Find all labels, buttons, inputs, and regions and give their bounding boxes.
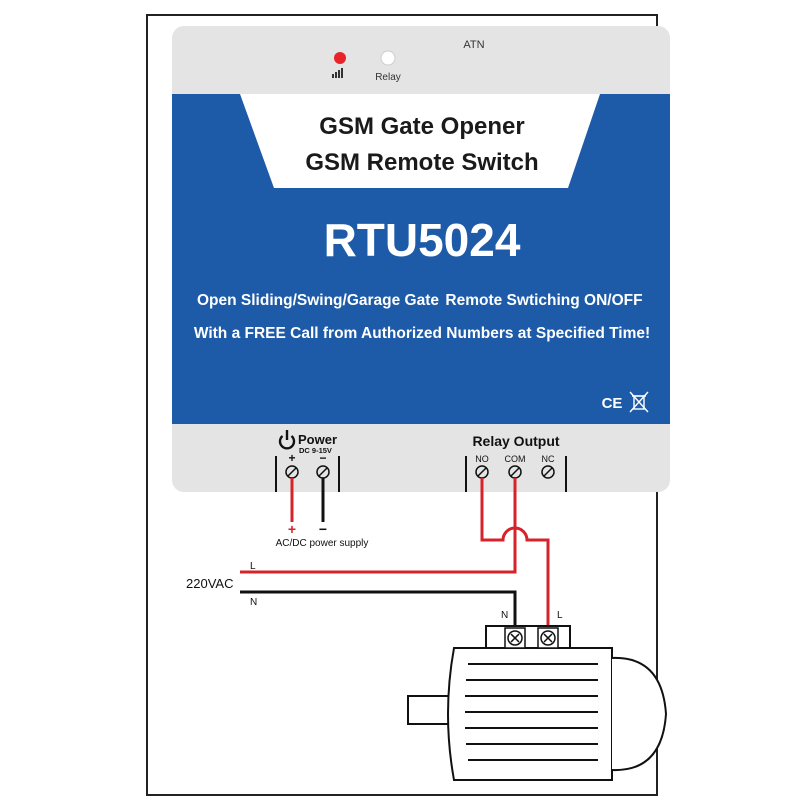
- relay-output-label: Relay Output: [472, 433, 559, 449]
- product-title-line1: GSM Gate Opener: [319, 113, 524, 140]
- supply-minus-symbol: −: [319, 521, 327, 537]
- relay-led-label: Relay: [375, 72, 401, 83]
- decorative-stripes: [256, 412, 329, 424]
- mains-line-label: L: [250, 561, 256, 572]
- model-number: RTU5024: [324, 214, 521, 266]
- neutral-wire: [240, 590, 517, 628]
- signal-bars-icon: [332, 68, 343, 78]
- description-line2: With a FREE Call from Authorized Numbers…: [194, 325, 650, 342]
- relay-led: [380, 50, 396, 66]
- terminal-no-label: NO: [475, 454, 489, 464]
- supply-plus-symbol: +: [288, 521, 296, 537]
- ce-mark: CE: [602, 395, 623, 412]
- power-icon: [278, 430, 296, 450]
- terminal-com-label: COM: [505, 454, 526, 464]
- motor-live-terminal: [537, 627, 559, 649]
- antenna-label: ATN: [463, 39, 484, 51]
- power-minus-terminal: [316, 465, 330, 479]
- description-part1: Open Sliding/Swing/Garage Gate: [197, 292, 439, 309]
- supply-label: AC/DC power supply: [276, 538, 369, 549]
- terminal-com: [508, 465, 522, 479]
- power-plus-marker: +: [288, 451, 295, 465]
- motor-neutral-label: N: [501, 610, 508, 621]
- description-part2: Remote Swtiching ON/OFF: [445, 292, 642, 309]
- motor-live-label: L: [557, 610, 563, 621]
- terminal-nc: [541, 465, 555, 479]
- motor-neutral-terminal: [504, 627, 526, 649]
- power-minus-marker: −: [319, 451, 326, 465]
- weee-bin-icon: [629, 391, 649, 413]
- mains-neutral-label: N: [250, 597, 257, 608]
- power-label: Power: [298, 432, 337, 447]
- product-title-line2: GSM Remote Switch: [305, 149, 538, 176]
- title-plate: [240, 94, 600, 188]
- mains-voltage-label: 220VAC: [186, 576, 233, 591]
- terminal-no: [475, 465, 489, 479]
- live-wire-to-com: [240, 478, 517, 574]
- power-plus-terminal: [285, 465, 299, 479]
- signal-led: [334, 52, 346, 64]
- electric-motor-icon: [407, 625, 668, 781]
- switched-live-wire: [480, 478, 550, 628]
- terminal-nc-label: NC: [542, 454, 555, 464]
- power-spec: DC 9-15V: [299, 446, 332, 455]
